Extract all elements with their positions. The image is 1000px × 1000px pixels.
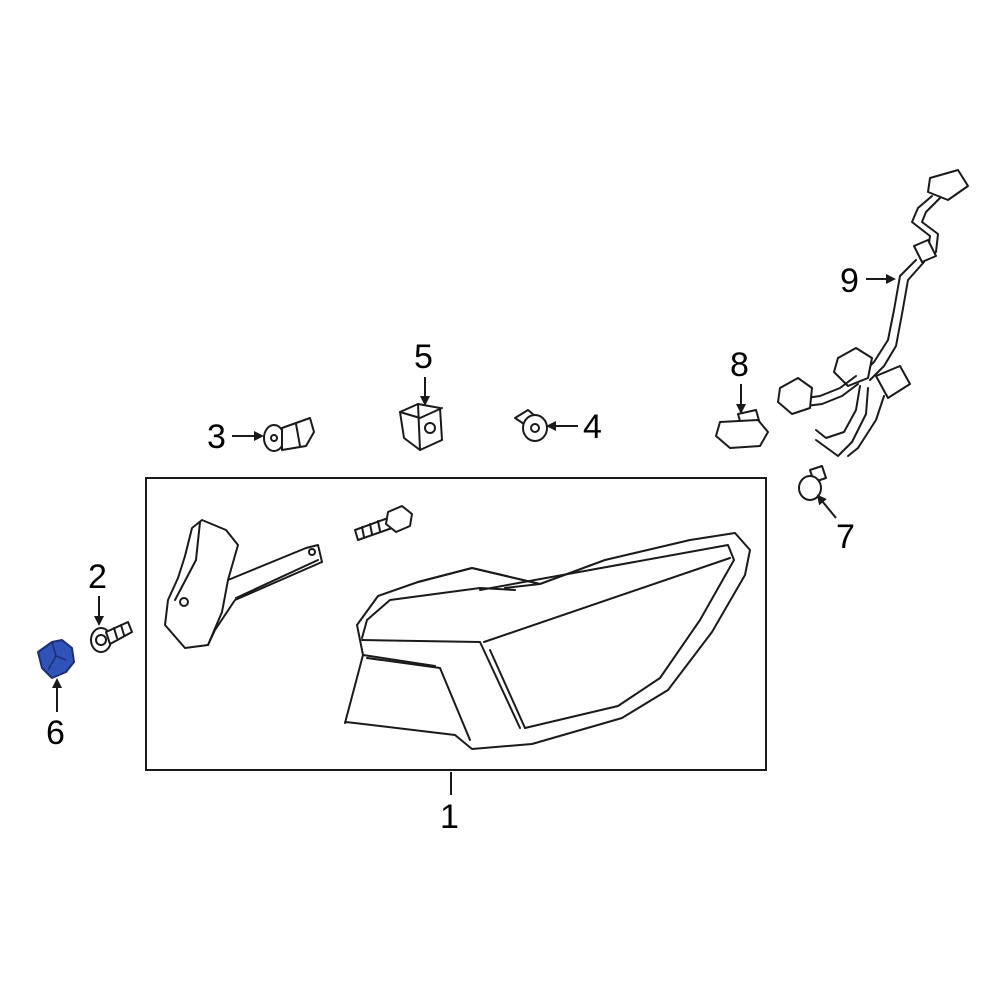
wiring-harness-part-9[interactable] [777,169,969,457]
callout-labels: 1 2 3 4 5 6 7 8 9 [46,262,859,836]
callout-9: 9 [840,262,859,300]
mounting-bracket[interactable] [164,519,323,649]
callout-6: 6 [46,714,65,752]
leader-lines [52,274,896,795]
rivet-part-4[interactable] [514,409,548,442]
bulb-part-8[interactable] [715,409,769,449]
screw-part-2[interactable] [90,621,133,653]
callout-4: 4 [583,408,602,446]
push-pin-part-3[interactable] [263,417,315,452]
callout-2: 2 [88,558,107,596]
small-bulb-part-7[interactable] [798,465,827,501]
callout-5: 5 [414,338,433,376]
leader-7 [816,494,837,519]
tail-lamp-assembly[interactable] [344,532,751,750]
callout-8: 8 [730,346,749,384]
callout-7: 7 [836,518,855,556]
mounting-bolt[interactable] [354,505,413,541]
callout-1: 1 [440,798,459,836]
assembly-frame [145,477,767,771]
callout-3: 3 [207,418,226,456]
clip-nut-part-5[interactable] [399,403,443,451]
grommet-part-6[interactable] [37,639,75,679]
